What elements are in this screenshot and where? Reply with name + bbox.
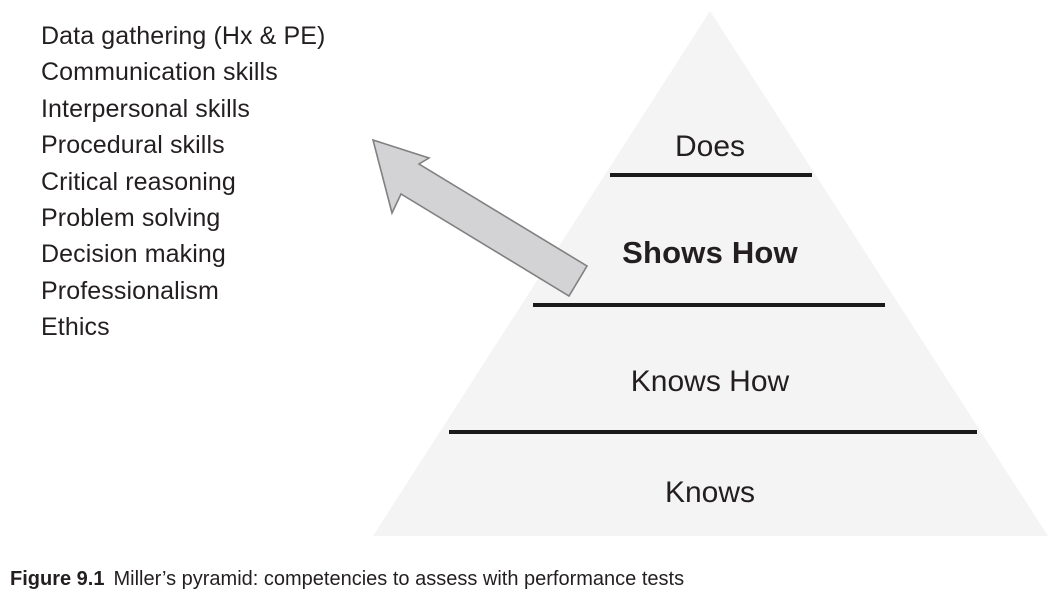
competency-list: Data gathering (Hx & PE) Communication s… (41, 18, 371, 346)
pyramid-level-shows-how: Shows How (622, 235, 798, 270)
pyramid-level-knows: Knows (664, 476, 756, 509)
list-item: Interpersonal skills (41, 94, 251, 123)
pyramid-level-knows-how: Knows How (630, 365, 790, 398)
list-item: Problem solving (41, 204, 221, 233)
list-item: Critical reasoning (41, 167, 236, 196)
figure-caption-number: Figure 9.1 (10, 568, 105, 590)
list-item: Professionalism (41, 276, 219, 305)
pyramid-graphic (371, 11, 1048, 536)
figure-caption-text: Miller’s pyramid: competencies to assess… (113, 568, 685, 590)
figure-caption: Figure 9.1 Miller’s pyramid: competencies… (10, 566, 684, 592)
pointer-arrow-icon (371, 138, 589, 298)
list-item: Procedural skills (41, 131, 225, 160)
pyramid-shape (373, 11, 1048, 536)
pyramid-level-does: Does (674, 130, 746, 163)
list-item: Decision making (41, 240, 226, 269)
list-item: Communication skills (41, 58, 278, 87)
list-item: Data gathering (Hx & PE) (41, 22, 326, 50)
figure-canvas: Data gathering (Hx & PE) Communication s… (41, 11, 1048, 536)
list-item: Ethics (41, 313, 110, 342)
